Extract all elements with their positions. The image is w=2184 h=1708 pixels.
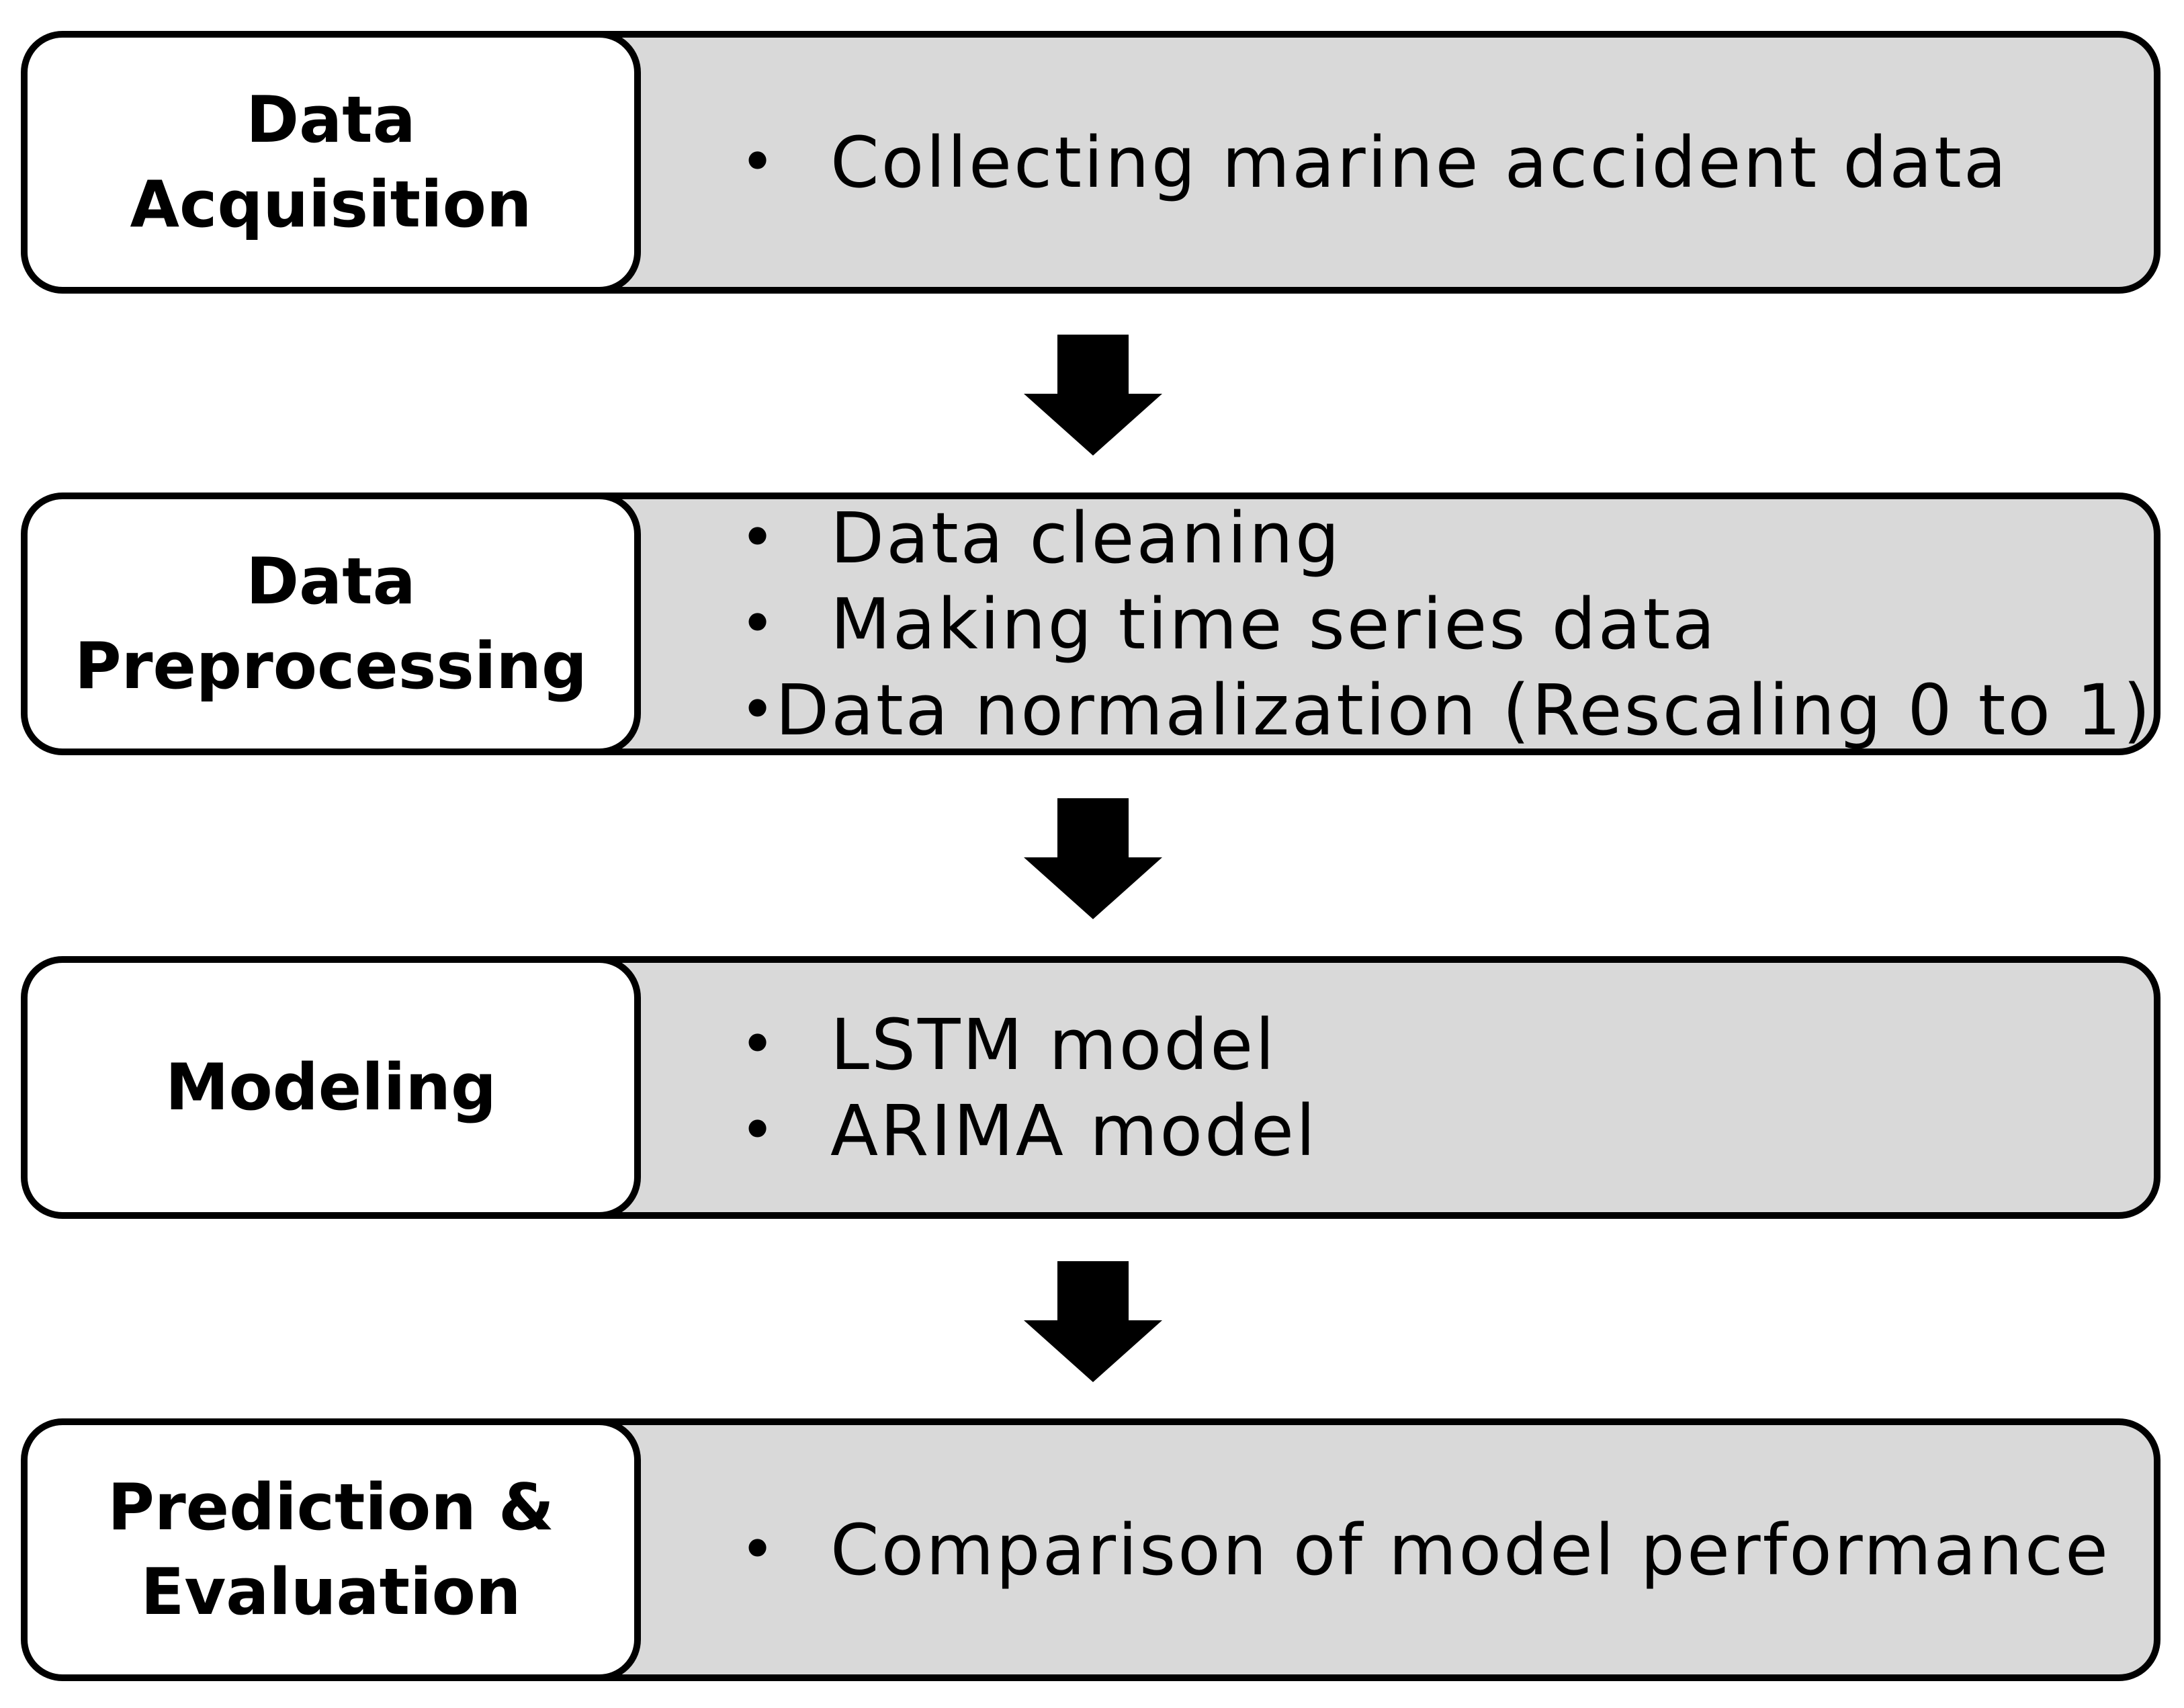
step-title-line: Preprocessing	[74, 629, 588, 703]
step-box-data-acquisition: Data Acquisition • Collecting marine acc…	[21, 31, 2160, 294]
bullet-item: • Making time series data	[730, 581, 2140, 667]
down-arrow-icon	[1024, 1261, 1162, 1382]
bullet-item: • ARIMA model	[730, 1088, 2140, 1174]
step-box-data-preprocessing: Data Preprocessing • Data cleaning • Mak…	[21, 493, 2160, 755]
bullet-icon: •	[740, 1514, 776, 1585]
bullet-icon: •	[740, 502, 776, 573]
step-title-line: Data	[246, 544, 416, 619]
step-label-prediction-evaluation: Prediction & Evaluation	[28, 1425, 641, 1674]
bullet-icon: •	[740, 588, 776, 659]
step-label-data-preprocessing: Data Preprocessing	[28, 499, 641, 749]
bullet-item: • LSTM model	[730, 1002, 2140, 1088]
bullet-item: • Comparison of model performance	[730, 1507, 2140, 1593]
step-title-line: Data	[246, 83, 416, 157]
step-title-line: Acquisition	[130, 167, 532, 242]
step-box-modeling: Modeling • LSTM model • ARIMA model	[21, 956, 2160, 1219]
bullet-item: • Collecting marine accident data	[730, 120, 2140, 206]
bullet-text: Data normalization (Rescaling 0 to 1)	[775, 669, 2152, 751]
step-bullet-list: • Collecting marine accident data	[730, 38, 2140, 287]
bullet-item: • Data normalization (Rescaling 0 to 1)	[730, 667, 2150, 749]
bullet-text: ARIMA model	[830, 1089, 1317, 1172]
bullet-icon: •	[740, 1009, 776, 1080]
bullet-text: Data cleaning	[830, 497, 1342, 579]
bullet-text: LSTM model	[830, 1003, 1277, 1086]
step-bullet-list: • LSTM model • ARIMA model	[730, 963, 2140, 1212]
step-bullet-list: • Data cleaning • Making time series dat…	[730, 499, 2150, 749]
step-bullet-list: • Comparison of model performance	[730, 1425, 2140, 1674]
step-box-prediction-evaluation: Prediction & Evaluation • Comparison of …	[21, 1418, 2160, 1681]
down-arrow-icon	[1024, 798, 1162, 919]
step-title-line: Modeling	[165, 1050, 496, 1125]
step-title-line: Prediction &	[107, 1470, 554, 1545]
bullet-item: • Data cleaning	[730, 497, 2140, 581]
down-arrow-icon	[1024, 335, 1162, 456]
bullet-text: Comparison of model performance	[830, 1508, 2110, 1591]
step-label-data-acquisition: Data Acquisition	[28, 38, 641, 287]
step-title-line: Evaluation	[140, 1555, 521, 1629]
bullet-text: Making time series data	[830, 583, 1717, 665]
bullet-icon: •	[740, 1095, 776, 1166]
bullet-text: Collecting marine accident data	[830, 121, 2009, 204]
bullet-icon: •	[740, 126, 776, 198]
step-label-modeling: Modeling	[28, 963, 641, 1212]
bullet-icon: •	[740, 674, 776, 745]
